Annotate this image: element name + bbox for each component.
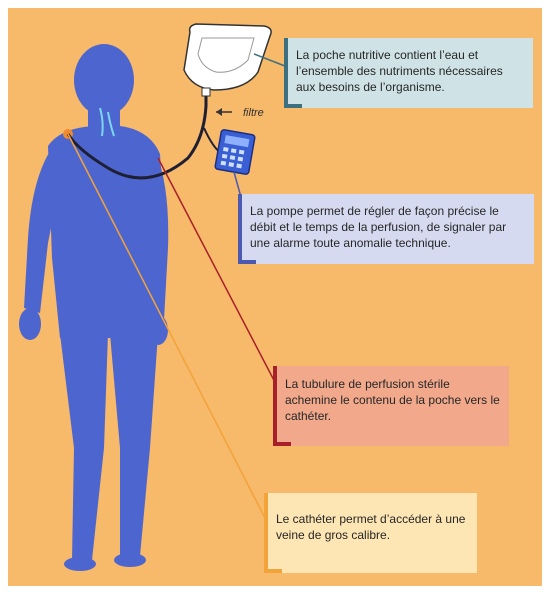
nutrition-bag-icon (183, 23, 272, 97)
leader-line-catheter (67, 133, 267, 521)
diagram-figure (19, 23, 291, 571)
left-foot-shape (64, 557, 96, 571)
filtre-label: filtre (243, 107, 264, 119)
human-body-silhouette (19, 44, 169, 571)
left-arm-shape (24, 148, 60, 313)
left-leg-shape (60, 334, 108, 560)
right-arm-shape (148, 152, 169, 320)
leader-line-tubulure (157, 157, 279, 389)
infusion-tube (66, 92, 208, 180)
callout-pompe: La pompe permet de régler de façon préci… (238, 194, 534, 264)
callout-tubulure: La tubulure de perfusion stérile achemin… (273, 366, 509, 446)
right-leg-shape (110, 334, 158, 556)
left-hand-shape (19, 308, 41, 340)
callout-catheter: Le cathéter permet d’accéder à une veine… (264, 493, 477, 573)
head-shape (74, 44, 134, 116)
neck-vessel (99, 107, 115, 137)
filter-arrow-head (216, 108, 222, 116)
diagram-canvas: filtre La poche nutritive contient l’eau… (8, 8, 542, 586)
infusion-pump-icon (214, 129, 256, 175)
right-foot-shape (114, 553, 146, 567)
callout-poche: La poche nutritive contient l’eau et l’e… (284, 38, 533, 108)
